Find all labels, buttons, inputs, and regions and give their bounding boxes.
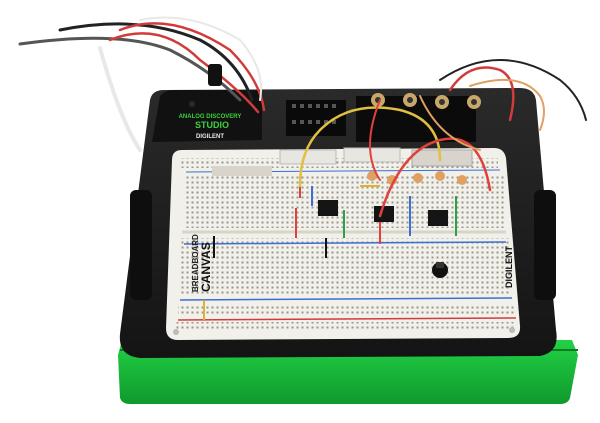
cables (18, 16, 587, 218)
device-module: ANALOG DISCOVERY STUDIO DIGILENT (152, 90, 262, 142)
board-brand: DIGILENT (504, 245, 514, 288)
device-label-line2: STUDIO (195, 120, 229, 130)
jumper-wires (203, 182, 457, 320)
connector-headers (286, 93, 481, 142)
board-label-line2: CANVAS (199, 242, 213, 292)
device-brand: DIGILENT (196, 134, 224, 140)
potentiometer (432, 262, 448, 278)
header-strips (212, 147, 473, 176)
breadboard (166, 148, 521, 340)
bnc-connectors (371, 93, 481, 109)
breadboard-label: BREADBOARD CANVAS (191, 234, 213, 292)
ic-chips (318, 200, 448, 226)
device-label-line1: ANALOG DISCOVERY (179, 114, 242, 120)
board-brand-label: DIGILENT (504, 245, 514, 288)
board-label-line1: BREADBOARD (191, 234, 200, 292)
